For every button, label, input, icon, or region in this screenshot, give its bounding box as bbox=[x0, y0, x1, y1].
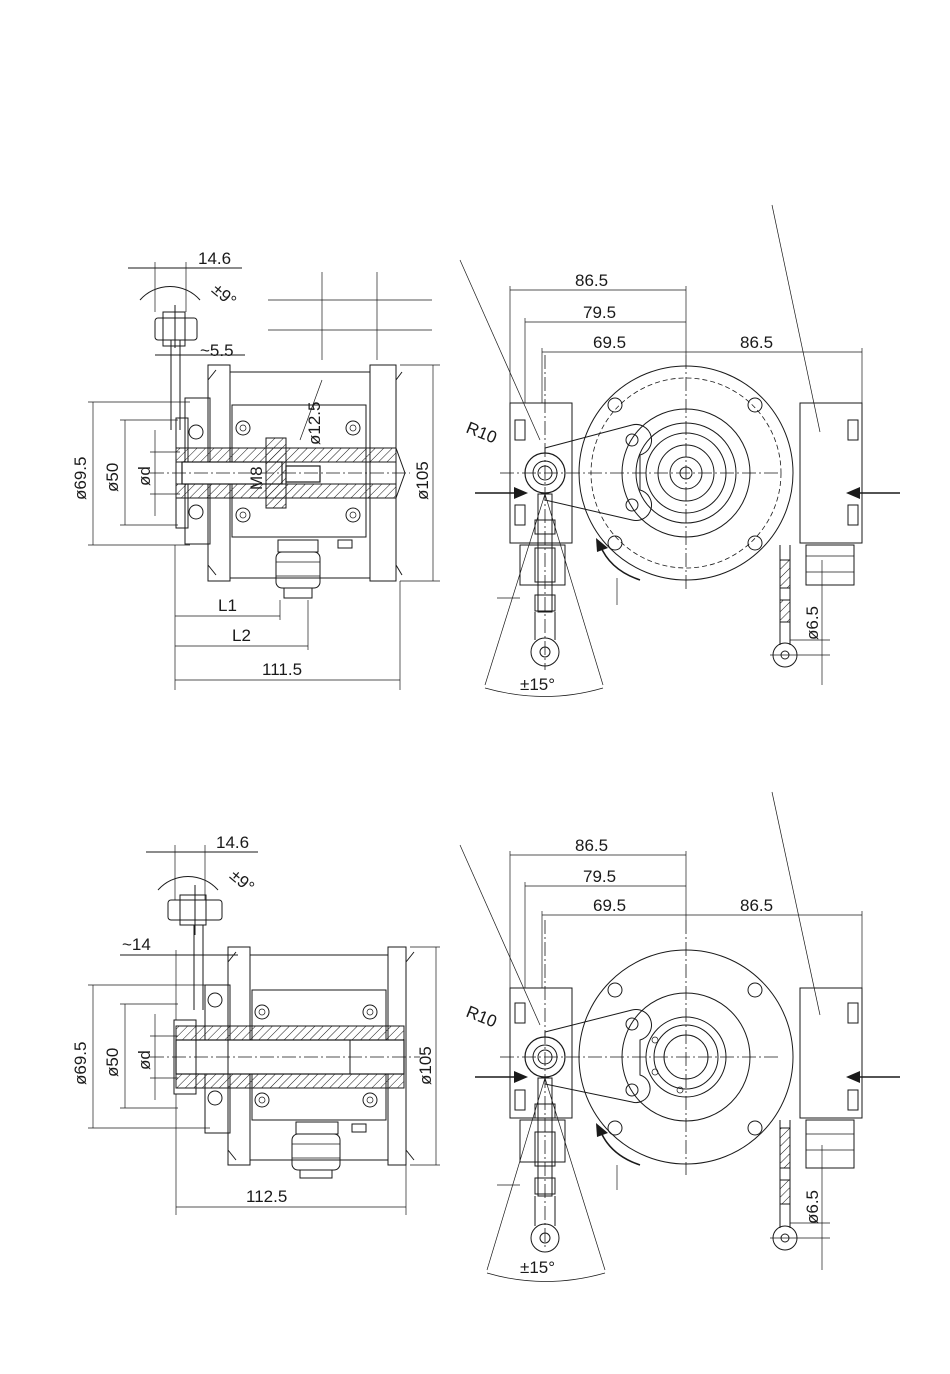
top-front-dim-d: 86.5 bbox=[740, 333, 773, 352]
top-front-view: 86.5 79.5 69.5 86.5 R10 ø6.5 ±15° bbox=[460, 205, 900, 697]
top-side-shaft-section bbox=[150, 438, 410, 508]
top-side-extension-lines bbox=[88, 365, 440, 690]
top-front-dim-cable: ø6.5 bbox=[803, 606, 822, 640]
top-dim-lever-offset: 14.6 bbox=[198, 249, 231, 268]
top-dim-thread: M8 bbox=[247, 466, 266, 490]
bottom-dim-lever-offset: 14.6 bbox=[216, 833, 249, 852]
top-side-view: 14.6 ±9° ~5.5 ø12.5 M8 ø69.5 ø50 ød ø105… bbox=[71, 249, 440, 690]
bottom-dim-hub: ø50 bbox=[103, 1048, 122, 1077]
top-dim-length: 111.5 bbox=[262, 660, 302, 679]
top-side-dimension-lines bbox=[93, 365, 433, 680]
bottom-side-shaft-section bbox=[150, 1020, 420, 1094]
bottom-side-view: 14.6 ±9° ~14 ø69.5 ø50 ød ø105 112.5 bbox=[71, 833, 440, 1215]
bottom-front-dim-cable: ø6.5 bbox=[803, 1190, 822, 1224]
top-front-dim-radius: R10 bbox=[464, 418, 500, 447]
bottom-front-dim-swing: ±15° bbox=[520, 1258, 555, 1277]
top-front-dim-c: 69.5 bbox=[593, 333, 626, 352]
bottom-front-dim-b: 79.5 bbox=[583, 867, 616, 886]
top-front-dim-swing: ±15° bbox=[520, 675, 555, 694]
bottom-dim-gap: ~14 bbox=[122, 935, 151, 954]
bottom-front-dim-a: 86.5 bbox=[575, 836, 608, 855]
bottom-dim-body: ø105 bbox=[416, 1046, 435, 1085]
top-front-dim-b: 79.5 bbox=[583, 303, 616, 322]
top-dim-gap: ~5.5 bbox=[200, 341, 234, 360]
top-side-cable-gland bbox=[276, 540, 352, 598]
top-dim-hub: ø50 bbox=[103, 463, 122, 492]
bottom-front-view: 86.5 79.5 69.5 86.5 R10 ø6.5 ±15° bbox=[460, 792, 900, 1282]
bottom-side-cable-gland bbox=[292, 1122, 366, 1178]
bottom-front-dim-c: 69.5 bbox=[593, 896, 626, 915]
top-side-reference-lines bbox=[268, 272, 432, 360]
bottom-front-dim-d: 86.5 bbox=[740, 896, 773, 915]
bottom-dim-angle: ±9° bbox=[226, 866, 258, 897]
bottom-dim-shaft: ød bbox=[135, 1050, 154, 1070]
top-dim-flange: ø69.5 bbox=[71, 457, 90, 500]
top-dim-bore: ø12.5 bbox=[305, 402, 324, 445]
bottom-dim-flange: ø69.5 bbox=[71, 1042, 90, 1085]
bottom-front-dim-radius: R10 bbox=[464, 1002, 500, 1031]
top-front-dim-a: 86.5 bbox=[575, 271, 608, 290]
bottom-dim-length: 112.5 bbox=[246, 1187, 287, 1206]
top-dim-shaft: ød bbox=[135, 466, 154, 486]
top-dim-body: ø105 bbox=[413, 461, 432, 500]
top-dim-angle: ±9° bbox=[208, 280, 240, 311]
top-dim-l2: L2 bbox=[232, 626, 251, 645]
top-dim-l1: L1 bbox=[218, 596, 237, 615]
